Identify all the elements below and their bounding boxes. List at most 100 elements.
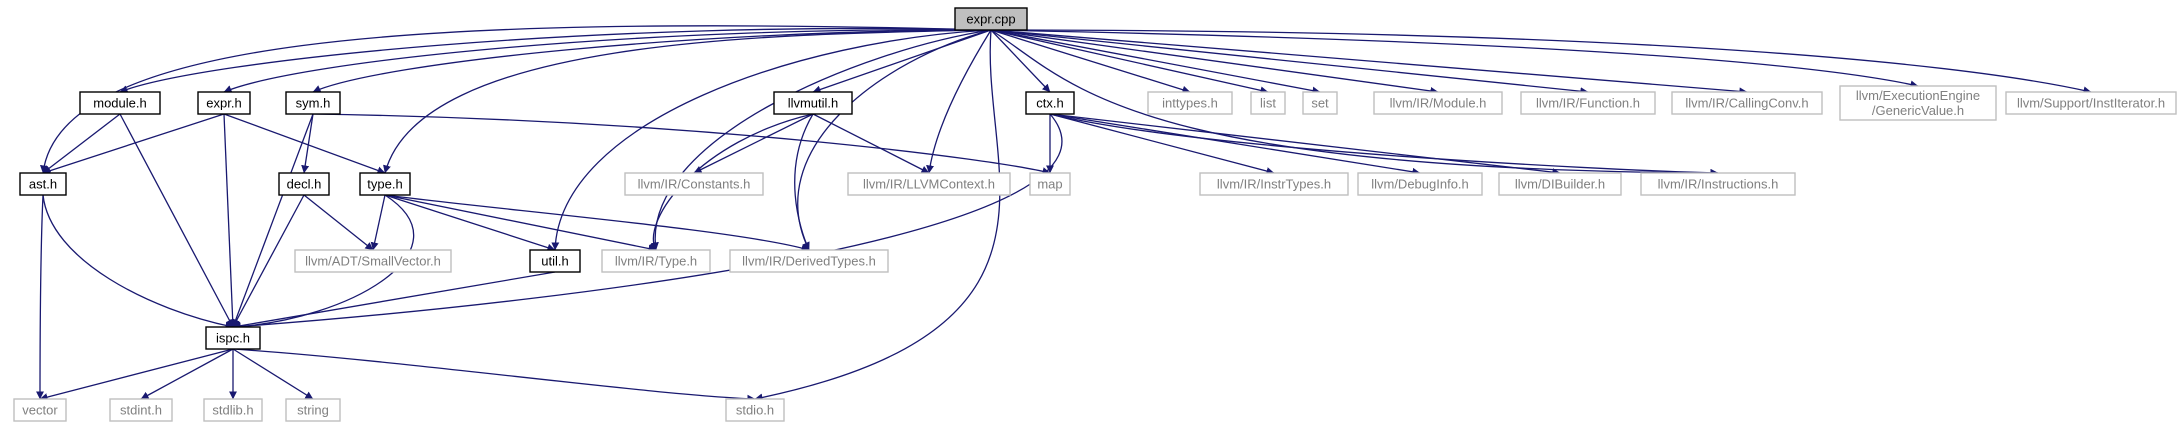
- node-llvm-constants: llvm/IR/Constants.h: [624, 172, 764, 196]
- edge-expr_cpp-to-llvmutil_h: [812, 29, 992, 94]
- node-label: inttypes.h: [1162, 96, 1218, 111]
- edge-expr_cpp-to-llvm_llvmcontext: [926, 29, 992, 174]
- node-box: [1029, 172, 1071, 196]
- node-llvm-derivedtypes: llvm/IR/DerivedTypes.h: [729, 249, 889, 273]
- edge-ctx_h-to-llvm_instructions: [1049, 113, 1719, 177]
- node-llvm-function: llvm/IR/Function.h: [1520, 91, 1656, 115]
- node-llvm-instrtypes: llvm/IR/InstrTypes.h: [1199, 172, 1349, 196]
- node-label: llvm/IR/Constants.h: [638, 177, 751, 192]
- node-box: [2005, 91, 2177, 115]
- node-box: [1250, 91, 1286, 115]
- node-label: stdint.h: [120, 403, 162, 418]
- node-llvm-genericvalue: llvm/ExecutionEngine/GenericValue.h: [1839, 85, 1997, 121]
- edge-ctx_h-to-llvm_dibuilder: [1049, 113, 1561, 177]
- node-ast-h[interactable]: ast.h: [19, 172, 67, 196]
- node-box: [13, 398, 67, 422]
- nodes-layer: expr.cpp module.h expr.h sym.h llvmutil.h ctx…: [13, 7, 2177, 422]
- node-box: [109, 398, 173, 422]
- node-box: [205, 326, 261, 350]
- node-label: map: [1037, 177, 1062, 192]
- edge-expr_cpp-to-llvm_type: [650, 29, 992, 251]
- node-llvm-smallvector: llvm/ADT/SmallVector.h: [294, 249, 452, 273]
- node-label: string: [297, 403, 329, 418]
- node-box: [203, 398, 263, 422]
- edge-ispc_h-to-vector: [39, 348, 234, 401]
- edge-decl_h-to-ispc_h: [232, 194, 305, 328]
- node-label: ispc.h: [216, 331, 250, 346]
- node-box: [1671, 91, 1823, 115]
- node-label: llvmutil.h: [788, 96, 839, 111]
- node-box: [1199, 172, 1349, 196]
- edge-expr_cpp-to-util_h: [551, 29, 992, 251]
- node-box: [773, 91, 853, 115]
- node-llvm-debuginfo: llvm/DebugInfo.h: [1357, 172, 1483, 196]
- node-box: [1640, 172, 1796, 196]
- node-box: [601, 249, 711, 273]
- edge-expr_cpp-to-stdio_h: [754, 29, 1001, 402]
- edges-layer: [36, 25, 2092, 403]
- node-box: [1498, 172, 1622, 196]
- edge-util_h-to-ispc_h: [232, 271, 556, 330]
- node-box: [294, 249, 452, 273]
- node-box: [1025, 91, 1075, 115]
- node-llvm-institerator: llvm/Support/InstIterator.h: [2005, 91, 2177, 115]
- node-box: [729, 249, 889, 273]
- node-label: llvm/IR/Function.h: [1536, 96, 1640, 111]
- edge-type_h-to-llvm_derivedtypes: [384, 194, 810, 252]
- edge-expr_h-to-type_h: [223, 113, 386, 175]
- edge-type_h-to-llvm_type: [384, 194, 657, 253]
- edge-decl_h-to-llvm_smallvector: [303, 194, 374, 251]
- node-llvm-instructions: llvm/IR/Instructions.h: [1640, 172, 1796, 196]
- edge-type_h-to-util_h: [384, 194, 556, 252]
- node-expr-h[interactable]: expr.h: [197, 91, 251, 115]
- node-llvm-type: llvm/IR/Type.h: [601, 249, 711, 273]
- node-stdlib-h: stdlib.h: [203, 398, 263, 422]
- node-ispc-h[interactable]: ispc.h: [205, 326, 261, 350]
- node-inttypes-h: inttypes.h: [1147, 91, 1233, 115]
- edge-ispc_h-to-stdio_h: [232, 348, 756, 403]
- edge-expr_cpp-to-llvm_instructions: [990, 29, 1719, 177]
- edge-llvmutil_h-to-llvm_constants: [693, 113, 814, 174]
- edge-ast_h-to-vector: [36, 194, 45, 400]
- edge-ctx_h-to-llvm_instrtypes: [1049, 113, 1275, 175]
- node-label: llvm/IR/DerivedTypes.h: [742, 254, 876, 269]
- node-label: ast.h: [29, 177, 57, 192]
- node-label: expr.cpp: [966, 12, 1015, 27]
- node-set: set: [1302, 91, 1338, 115]
- node-label: llvm/ExecutionEngine: [1856, 88, 1980, 103]
- node-label: llvm/IR/InstrTypes.h: [1217, 177, 1331, 192]
- node-box: [725, 398, 785, 422]
- edge-expr_h-to-ast_h: [42, 113, 225, 175]
- node-label: llvm/IR/CallingConv.h: [1685, 96, 1808, 111]
- node-expr-cpp[interactable]: expr.cpp: [954, 7, 1028, 31]
- node-box: [285, 398, 341, 422]
- edge-ispc_h-to-stdint_h: [140, 348, 234, 400]
- node-stdio-h: stdio.h: [725, 398, 785, 422]
- node-string: string: [285, 398, 341, 422]
- node-box: [1373, 91, 1503, 115]
- node-box: [1520, 91, 1656, 115]
- node-decl-h[interactable]: decl.h: [278, 172, 330, 196]
- node-label: stdio.h: [736, 403, 774, 418]
- node-llvm-module: llvm/IR/Module.h: [1373, 91, 1503, 115]
- node-sym-h[interactable]: sym.h: [285, 91, 341, 115]
- edge-expr_cpp-to-sym_h: [312, 29, 992, 93]
- node-type-h[interactable]: type.h: [359, 172, 411, 196]
- edge-expr_cpp-to-module_h: [119, 27, 992, 93]
- edge-expr_cpp-to-llvm_institerator: [990, 29, 2092, 95]
- edge-module_h-to-ispc_h: [119, 113, 234, 328]
- node-ctx-h[interactable]: ctx.h: [1025, 91, 1075, 115]
- node-label: expr.h: [206, 96, 241, 111]
- edge-expr_cpp-to-llvm_function: [990, 29, 1589, 96]
- node-util-h[interactable]: util.h: [529, 249, 581, 273]
- node-llvmutil-h[interactable]: llvmutil.h: [773, 91, 853, 115]
- node-box: [285, 91, 341, 115]
- edge-ctx_h-to-llvm_debuginfo: [1049, 113, 1421, 176]
- node-module-h[interactable]: module.h: [79, 91, 161, 115]
- node-label: llvm/Support/InstIterator.h: [2017, 96, 2165, 111]
- node-label: ctx.h: [1036, 96, 1063, 111]
- node-label: llvm/DebugInfo.h: [1371, 177, 1469, 192]
- node-box: [197, 91, 251, 115]
- node-label: llvm/IR/Module.h: [1390, 96, 1487, 111]
